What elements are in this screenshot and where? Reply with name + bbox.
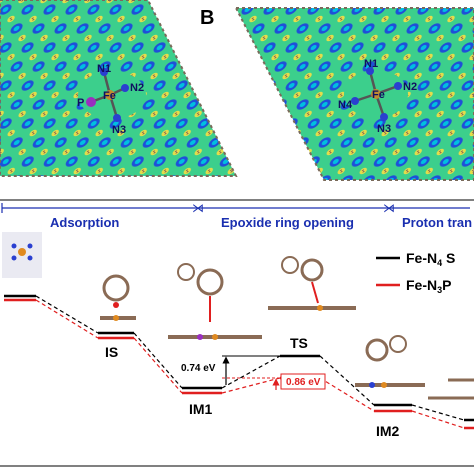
barrier-red-value: 0.86 eV	[286, 377, 321, 388]
panel-a-border	[0, 0, 238, 177]
path-black-5	[411, 404, 465, 421]
path-black-3	[221, 355, 281, 389]
barrier-black-value: 0.74 eV	[181, 363, 216, 374]
stage-epoxide: Epoxide ring opening	[221, 215, 354, 230]
panel-b-map: N1 N2 N3 N4 Fe	[234, 7, 474, 181]
panel-a-map: N1 N2 N3 P Fe	[0, 0, 238, 177]
panel-a-label-fe: Fe	[103, 90, 116, 102]
structure-initial	[2, 232, 42, 278]
panel-b-label-n4: N4	[338, 99, 353, 111]
panel-b-atom-n4	[351, 97, 359, 105]
state-im2: IM2	[376, 423, 400, 439]
path-black-2	[133, 332, 183, 389]
panel-b-atom-fe	[371, 89, 381, 99]
path-black-1	[35, 295, 99, 334]
stage-divider-2: ⋊	[383, 201, 395, 215]
panel-b-label-n3: N3	[377, 123, 391, 135]
panel-b-atom-n1	[366, 67, 374, 75]
path-red-2	[133, 337, 183, 394]
panel-a-atom-fe	[105, 90, 115, 100]
panel-b-label-n2: N2	[403, 81, 417, 93]
panel-a-label-p: P	[77, 97, 84, 109]
panel-b-atom-n3	[380, 113, 388, 121]
panel-a-label-n1: N1	[97, 63, 111, 75]
stage-divider-1: ⋊	[192, 201, 204, 215]
energy-profile: ⋊ ⋊ Adsorption Epoxide ring opening Prot…	[0, 199, 474, 467]
structure-im1	[168, 263, 262, 340]
state-ts: TS	[290, 335, 308, 351]
path-red-3	[221, 377, 281, 394]
panel-b-letter: B	[200, 7, 214, 29]
panel-a-atom-p	[86, 97, 96, 107]
structure-im2	[355, 335, 425, 388]
state-im1: IM1	[189, 401, 213, 417]
stage-proton: Proton tran	[402, 215, 472, 230]
stage-adsorption: Adsorption	[50, 215, 119, 230]
state-is: IS	[105, 344, 118, 360]
panel-a-atom-n3	[113, 114, 121, 122]
structure-final	[428, 378, 474, 400]
legend-fe-n4: Fe-N4 S	[406, 250, 455, 268]
panel-b-border	[234, 7, 474, 181]
panel-a-label-n3: N3	[112, 124, 126, 136]
path-red-4	[319, 377, 375, 412]
structure-is	[100, 274, 136, 321]
panel-b-label-fe: Fe	[372, 89, 385, 101]
path-black-4	[319, 355, 375, 406]
panel-b-atom-n2	[394, 82, 402, 90]
panel-a-atom-n2	[121, 84, 129, 92]
path-red-5	[411, 410, 465, 429]
panel-a-label-n2: N2	[130, 82, 144, 94]
panel-a-atom-n1	[100, 68, 108, 76]
legend-fe-n3p: Fe-N3P	[406, 277, 451, 295]
barrier-red-box	[280, 373, 326, 390]
structure-ts	[268, 256, 356, 311]
path-red-1	[35, 299, 99, 339]
panel-b-label-n1: N1	[364, 58, 378, 70]
